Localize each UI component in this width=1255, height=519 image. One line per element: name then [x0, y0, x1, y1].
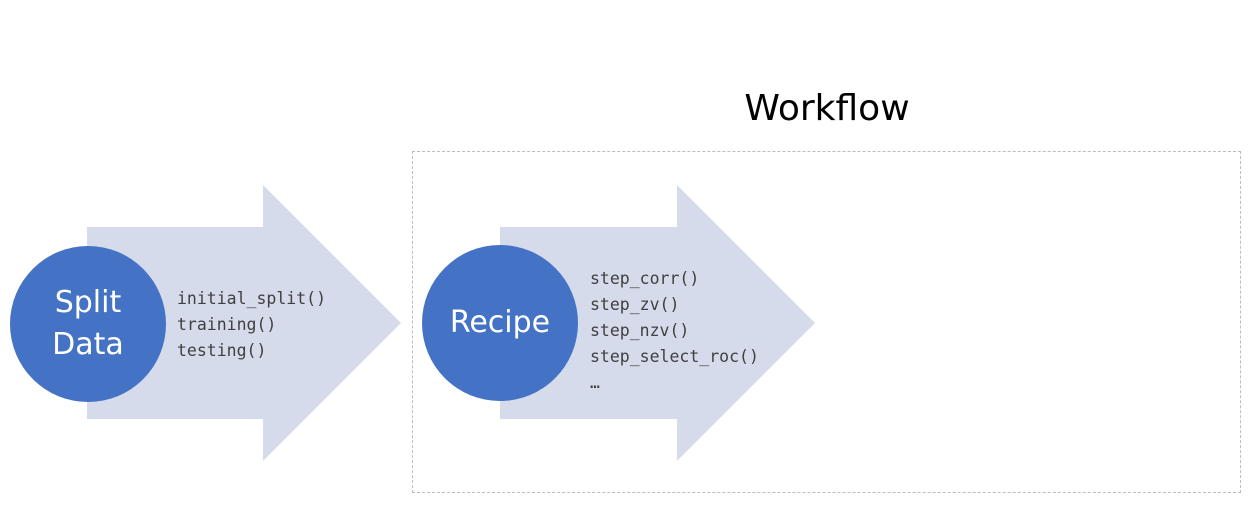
- function-item: step_nzv(): [590, 321, 690, 340]
- function-item: testing(): [177, 341, 267, 360]
- recipe-arrow-shape: [500, 185, 815, 461]
- function-item: step_select_roc(): [590, 347, 759, 366]
- function-item: training(): [177, 315, 277, 334]
- stage-split-data: Split Data initial_split() training() te…: [0, 0, 410, 519]
- recipe-circle: Recipe: [422, 245, 578, 401]
- function-item: …: [590, 373, 600, 392]
- workflow-container: [412, 151, 1241, 493]
- split-data-arrow-shape: [87, 185, 401, 461]
- function-item: initial_split(): [177, 289, 327, 308]
- split-data-circle: Split Data: [10, 246, 166, 402]
- recipe-function-list: step_corr() step_zv() step_nzv() step_se…: [590, 266, 759, 396]
- function-item: step_corr(): [590, 269, 700, 288]
- function-item: step_zv(): [590, 295, 680, 314]
- stage-recipe: Recipe step_corr() step_zv() step_nzv() …: [422, 185, 815, 461]
- workflow-title: Workflow: [744, 88, 910, 129]
- split-data-function-list: initial_split() training() testing(): [177, 286, 326, 364]
